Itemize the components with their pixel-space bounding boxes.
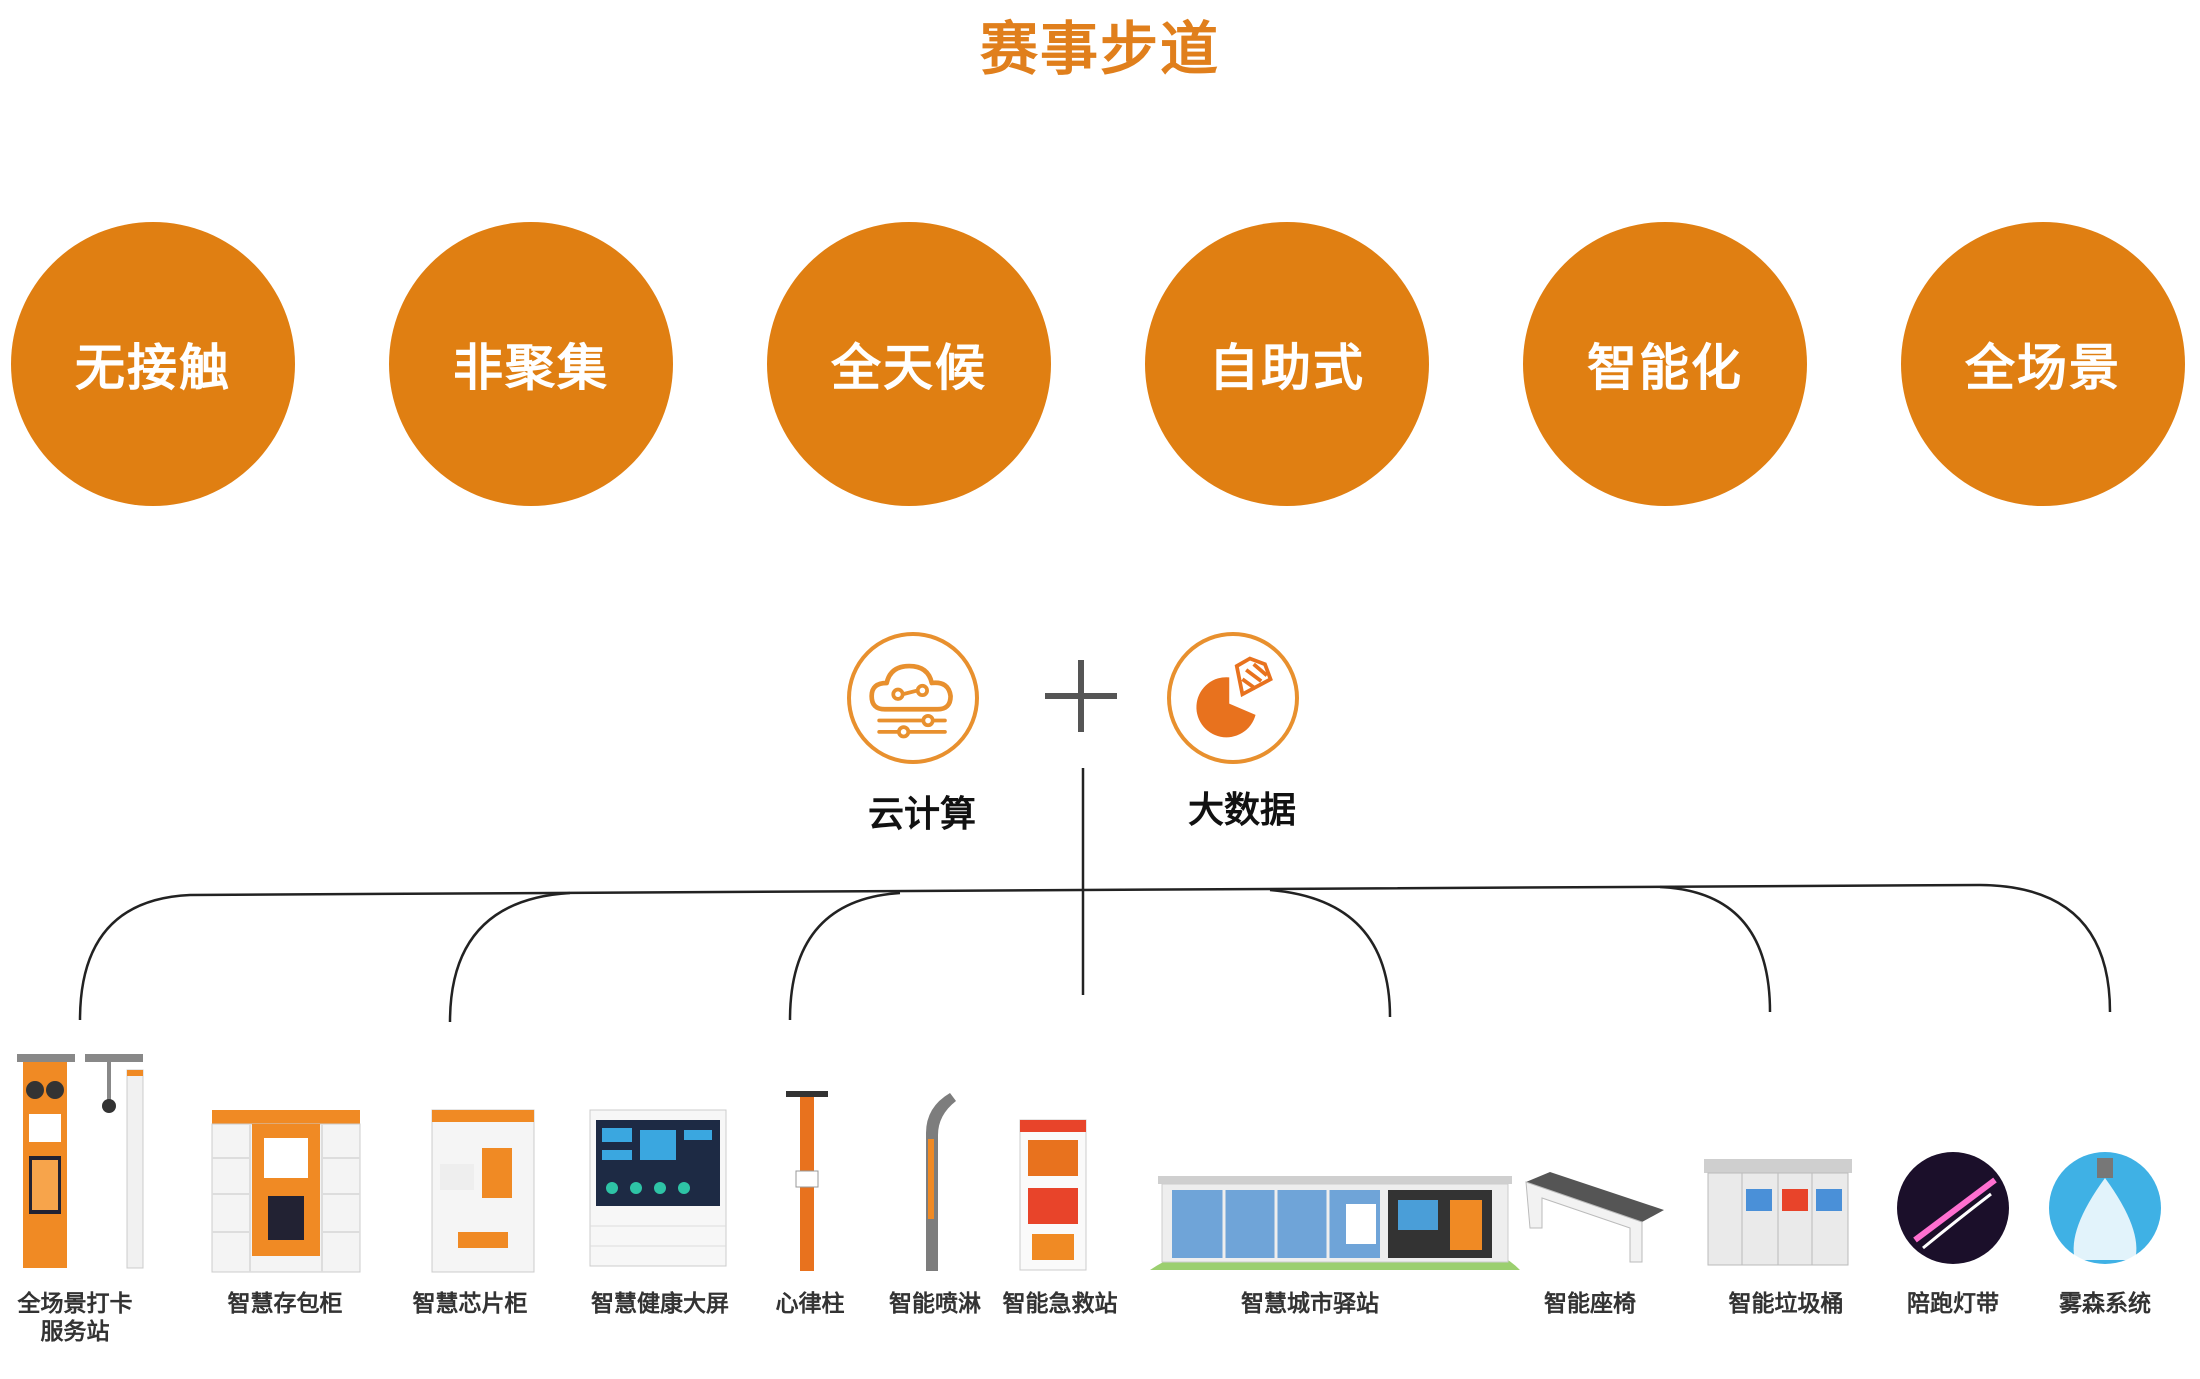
checkin-station-icon [17, 1054, 144, 1269]
light-strip-icon [1897, 1152, 2009, 1264]
page-title: 赛事步道 [979, 15, 1220, 83]
heart-rate-pillar-icon [786, 1091, 828, 1271]
feature-label: 智能化 [1587, 339, 1743, 397]
feature-circle-all-weather: 全天候 [767, 222, 1051, 506]
device-label-city-station: 智慧城市驿站 [1241, 1291, 1379, 1317]
plus-icon [1045, 660, 1117, 732]
device-label-smart-bench: 智能座椅 [1544, 1291, 1636, 1317]
feature-label: 全天候 [831, 339, 987, 397]
device-label-first-aid: 智能急救站 [1002, 1291, 1118, 1317]
feature-label: 全场景 [1965, 339, 2121, 397]
feature-circle-self-service: 自助式 [1145, 222, 1429, 506]
feature-circle-non-gathering: 非聚集 [389, 222, 673, 506]
device-label-checkin-station: 全场景打卡服务站 [10, 1290, 140, 1346]
device-label-sprinkler: 智能喷淋 [889, 1291, 981, 1317]
device-label-trash-bin: 智能垃圾桶 [1728, 1291, 1844, 1317]
smart-bench-icon [1525, 1172, 1664, 1263]
first-aid-station-icon [1019, 1119, 1087, 1271]
pie-chart-icon [1167, 632, 1299, 764]
feature-label: 自助式 [1209, 339, 1365, 397]
chip-cabinet-icon [431, 1109, 535, 1273]
device-label-mist-system: 雾森系统 [2059, 1291, 2151, 1317]
feature-label: 非聚集 [453, 339, 609, 397]
bigdata-label: 大数据 [1187, 790, 1296, 831]
device-label-heart-rate-pillar: 心律柱 [775, 1291, 845, 1317]
device-label-line: 全场景打卡 [17, 1291, 133, 1317]
trash-bin-icon [1704, 1159, 1852, 1266]
cloud-computing-label: 云计算 [867, 794, 976, 835]
mist-system-icon [2049, 1152, 2161, 1264]
feature-label: 无接触 [75, 339, 231, 397]
city-station-icon [1150, 1176, 1520, 1270]
sprinkler-icon [926, 1093, 956, 1271]
feature-circle-intelligent: 智能化 [1523, 222, 1807, 506]
device-label-locker: 智慧存包柜 [227, 1291, 343, 1317]
device-label-health-screen: 智慧健康大屏 [591, 1291, 729, 1317]
health-screen-icon [589, 1109, 727, 1267]
feature-circle-all-scene: 全场景 [1901, 222, 2185, 506]
feature-circle-contactless: 无接触 [11, 222, 295, 506]
device-label-chip-cabinet: 智慧芯片柜 [412, 1291, 528, 1317]
locker-icon [211, 1110, 361, 1273]
device-label-light-strip: 陪跑灯带 [1907, 1291, 1999, 1317]
cloud-computing-icon [847, 632, 979, 764]
device-label-line: 服务站 [40, 1319, 110, 1345]
